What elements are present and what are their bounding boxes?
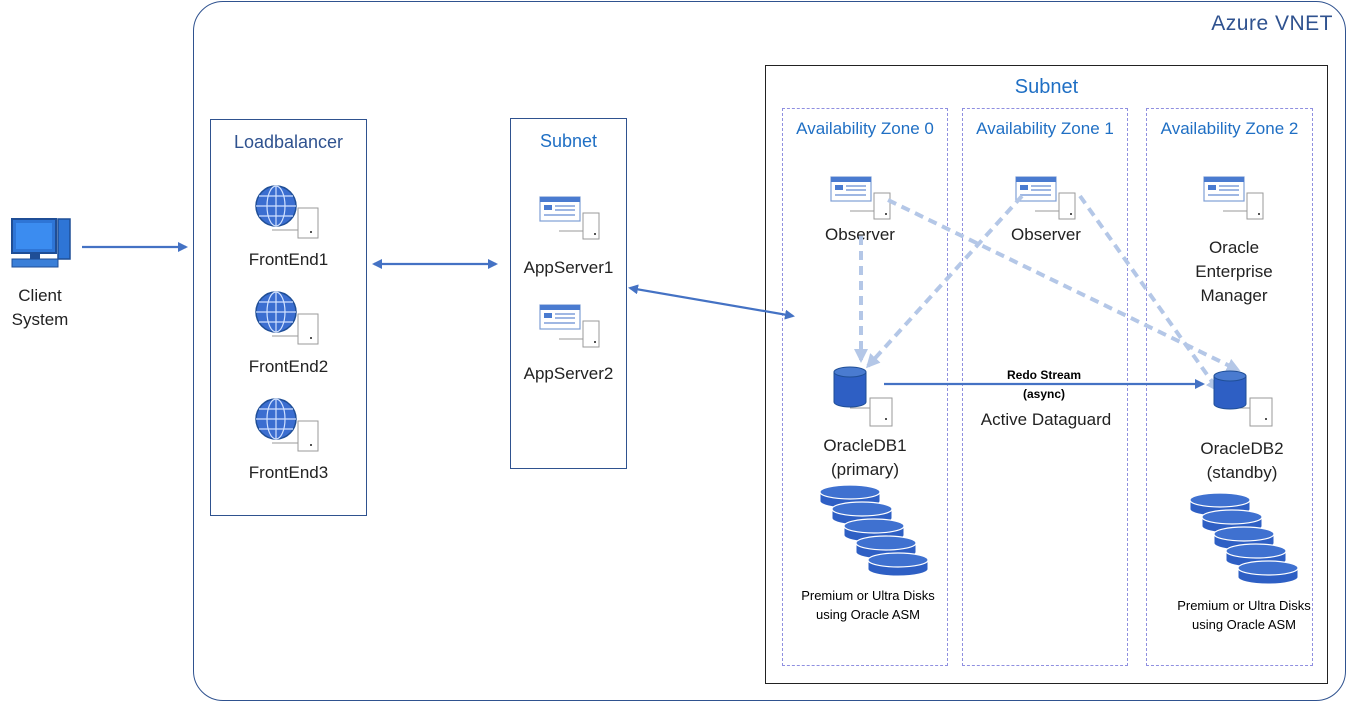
frontend2-label: FrontEnd2: [248, 357, 329, 376]
db1-label: OracleDB1 (primary): [782, 434, 948, 482]
dataguard-label: Active Dataguard: [980, 410, 1112, 429]
availability-zone-2: Availability Zone 2: [1146, 108, 1313, 666]
web-server-icon: [830, 176, 891, 220]
client-label-line2: System: [11, 310, 69, 329]
globe-server-icon: [255, 398, 319, 452]
zone2-title: Availability Zone 2: [1160, 119, 1299, 138]
app-subnet-box: Subnet: [510, 118, 627, 469]
observer1-db1-dashed: [865, 194, 1024, 369]
web-server-icon: [539, 196, 600, 240]
zone1-title: Availability Zone 1: [976, 119, 1114, 138]
disk-stack-icon: [1189, 492, 1299, 585]
vnet-title: Azure VNET: [1211, 12, 1333, 35]
database-icon: [833, 366, 893, 427]
app-subnet-title: Subnet: [539, 131, 598, 151]
appserver2-label: AppServer2: [523, 364, 614, 383]
redo-line2: (async): [1022, 387, 1066, 401]
observer0-db2-dashed: [887, 198, 1241, 372]
web-server-icon: [1203, 176, 1264, 220]
db-subnet-title: Subnet: [1014, 76, 1079, 98]
db1-label-line1: OracleDB1: [823, 436, 907, 455]
observer1-label: Observer: [1011, 225, 1081, 244]
oem-label-line3: Manager: [1200, 286, 1268, 305]
oem-label-line1: Oracle: [1208, 238, 1260, 257]
app-db-arrow: [628, 284, 795, 320]
db-subnet-box: Subnet: [765, 65, 1328, 684]
web-server-icon: [1015, 176, 1076, 220]
disks2-label: Premium or Ultra Disks using Oracle ASM: [1177, 598, 1311, 632]
disks1-label: Premium or Ultra Disks using Oracle ASM: [801, 588, 935, 622]
observer0-label: Observer: [825, 225, 895, 244]
zone0-title: Availability Zone 0: [796, 119, 934, 138]
loadbalancer-title: Loadbalancer: [233, 132, 344, 152]
azure-vnet-container: [193, 1, 1346, 701]
database-icon: [1213, 370, 1273, 427]
disk-stack-icon: [819, 484, 929, 577]
globe-server-icon: [255, 185, 319, 239]
observer1-db2-dashed: [1078, 194, 1220, 393]
availability-zone-0: Availability Zone 0: [782, 108, 948, 666]
redo-stream-label: Redo Stream (async): [960, 366, 1128, 404]
frontend3-label: FrontEnd3: [248, 463, 329, 482]
client-label: Client System: [10, 284, 70, 332]
redo-line1: Redo Stream: [1006, 368, 1082, 382]
availability-zone-1: Availability Zone 1: [962, 108, 1128, 666]
db1-label-line2: (primary): [831, 460, 899, 479]
computer-icon: [11, 218, 71, 268]
db2-label: OracleDB2 (standby): [1156, 437, 1328, 485]
globe-server-icon: [255, 291, 319, 345]
client-label-line1: Client: [18, 286, 62, 305]
loadbalancer-box: Loadbalancer: [210, 119, 367, 516]
db2-label-line1: OracleDB2: [1200, 439, 1284, 458]
appserver1-label: AppServer1: [523, 258, 614, 277]
oem-label-line2: Enterprise: [1195, 262, 1273, 281]
oem-label: Oracle Enterprise Manager: [1156, 236, 1312, 308]
frontend1-label: FrontEnd1: [248, 250, 329, 269]
web-server-icon: [539, 304, 600, 348]
db2-label-line2: (standby): [1206, 463, 1278, 482]
